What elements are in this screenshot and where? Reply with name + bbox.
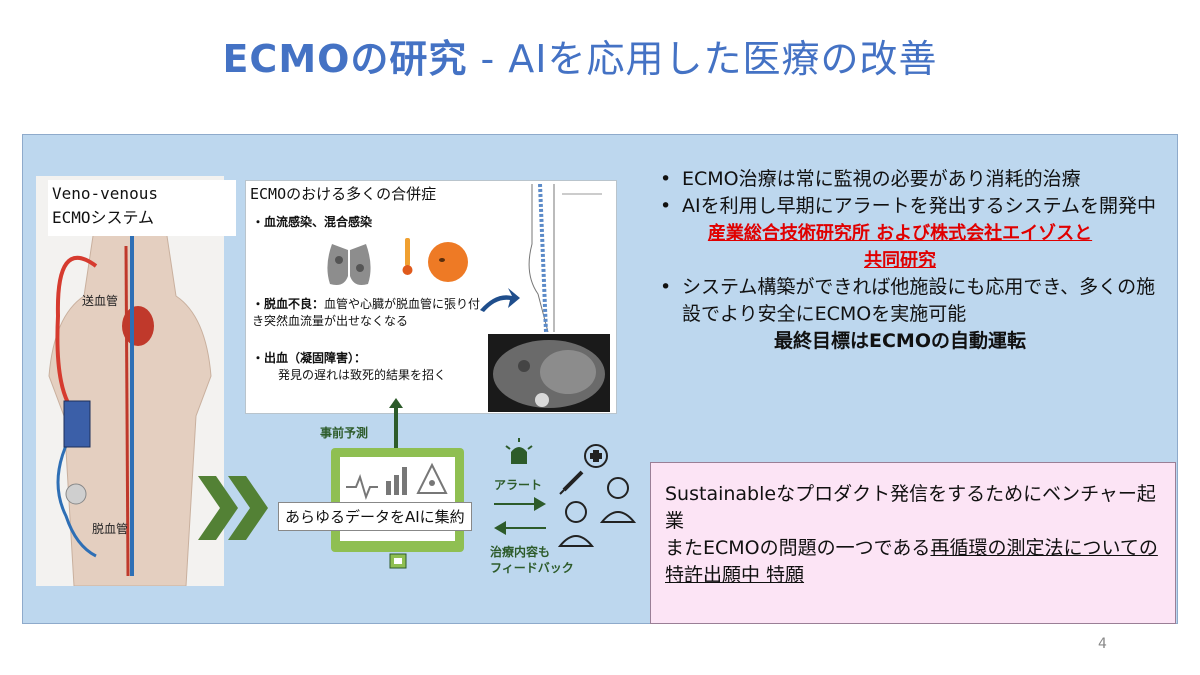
- title-rest: - AIを応用した医療の改善: [467, 37, 938, 81]
- veno-venous-caption: Veno-venous ECMOシステム: [48, 180, 236, 236]
- patent-line: またECMOの問題の一つである再循環の測定法についての特許出願中 特願: [665, 535, 1161, 589]
- caption-line2: ECMOシステム: [52, 208, 155, 227]
- heartbeat-icon: [346, 473, 378, 501]
- medical-staff-icons: [557, 444, 637, 547]
- venture-note-box: Sustainableなプロダクト発信をするためにベンチャー起業 またECMOの…: [650, 462, 1176, 624]
- bleeding-text: 発見の遅れは致死的結果を招く: [278, 368, 447, 382]
- bar-chart-icon: [386, 467, 407, 495]
- venture-line1: Sustainableなプロダクト発信をするためにベンチャー起業: [665, 483, 1156, 532]
- drainage-heading: ・脱血不良：: [252, 297, 325, 311]
- complication-drainage: ・脱血不良：血管や心臓が脱血管に張り付き突然血流量が出せなくなる: [252, 296, 492, 330]
- bullet-list: •ECMO治療は常に監視の必要があり消耗的治療 •AIを利用し早期にアラートを発…: [660, 166, 1160, 355]
- complications-title: ECMOのおける多くの合併症: [250, 185, 437, 203]
- feedback-line1: 治療内容も: [490, 545, 551, 559]
- alert-label: アラート: [494, 478, 543, 492]
- patent-plain: またECMOの問題の一つである: [665, 537, 931, 559]
- page-title: ECMOの研究 - AIを応用した医療の改善: [0, 28, 1160, 83]
- title-bold: ECMOの研究: [222, 37, 468, 81]
- bullet-item: •ECMO治療は常に監視の必要があり消耗的治療: [660, 166, 1160, 193]
- thermometer-icon: [402, 238, 413, 275]
- patent-underlined: 再循環の測定法についての特許出願中 特願: [665, 537, 1158, 586]
- collaboration-note: 産業総合技術研究所 および株式会社エイゾスと 共同研究: [660, 220, 1140, 274]
- ai-aggregation-label: あらゆるデータをAIに集約: [278, 502, 472, 531]
- feedback-label: 治療内容も フィードバック: [490, 544, 574, 576]
- doctor-male-icon: [557, 501, 595, 547]
- chevron-arrows-icon: [198, 476, 268, 540]
- collab-line1: 産業総合技術研究所 および株式会社エイゾスと: [707, 223, 1093, 244]
- bullet-text-1: ECMO治療は常に監視の必要があり消耗的治療: [682, 168, 1081, 190]
- pre-prediction-label: 事前予測: [320, 426, 369, 440]
- final-goal: 最終目標はECMOの自動運転: [774, 330, 1026, 352]
- radiation-warning-icon: [416, 462, 448, 494]
- page-number: 4: [1098, 636, 1107, 652]
- ct-scan-image: [488, 334, 610, 412]
- caption-line1: Veno-venous: [52, 184, 158, 203]
- siren-alert-icon: [505, 438, 533, 464]
- bullet-item: •システム構築ができれば他施設にも応用でき、多くの施設でより安全にECMOを実施…: [660, 274, 1160, 328]
- label-return-cannula: 送血管: [82, 294, 119, 308]
- drainage-text: 血管や心臓が脱血管に張り付き突然血流量が出せなくなる: [252, 297, 481, 328]
- body-illustration-svg: [48, 188, 212, 586]
- face-icon: [428, 242, 468, 282]
- monitor-icons: [346, 462, 448, 501]
- left-arrow-icon: [494, 521, 546, 535]
- up-arrow-icon: [389, 398, 403, 448]
- complication-infection: ・血流感染、混合感染: [252, 215, 373, 229]
- label-drain-cannula: 脱血管: [92, 522, 129, 536]
- lungs-icon: [327, 244, 371, 285]
- bullet-text-3: システム構築ができれば他施設にも応用でき、多くの施設でより安全にECMOを実施可…: [682, 276, 1156, 325]
- collab-line2: 共同研究: [864, 250, 936, 271]
- right-arrow-icon: [494, 497, 546, 511]
- curved-arrow-icon: [480, 288, 520, 312]
- doctor-female-icon: [599, 477, 637, 523]
- bullet-text-2: AIを利用し早期にアラートを発出するシステムを開発中: [682, 195, 1157, 217]
- infection-icons: [327, 238, 468, 285]
- cannula-diagram: [528, 184, 602, 332]
- bleeding-heading: ・出血（凝固障害）：: [252, 351, 367, 365]
- feedback-line2: フィードバック: [490, 561, 574, 575]
- complication-bleeding: ・出血（凝固障害）： 発見の遅れは致死的結果を招く: [252, 350, 492, 384]
- ecmo-body-illustration: [36, 176, 224, 586]
- medical-cross-icon: [584, 444, 608, 468]
- syringe-icon: [559, 470, 584, 495]
- bullet-item: •AIを利用し早期にアラートを発出するシステムを開発中: [660, 193, 1160, 220]
- cpu-chip-icon: [389, 553, 407, 569]
